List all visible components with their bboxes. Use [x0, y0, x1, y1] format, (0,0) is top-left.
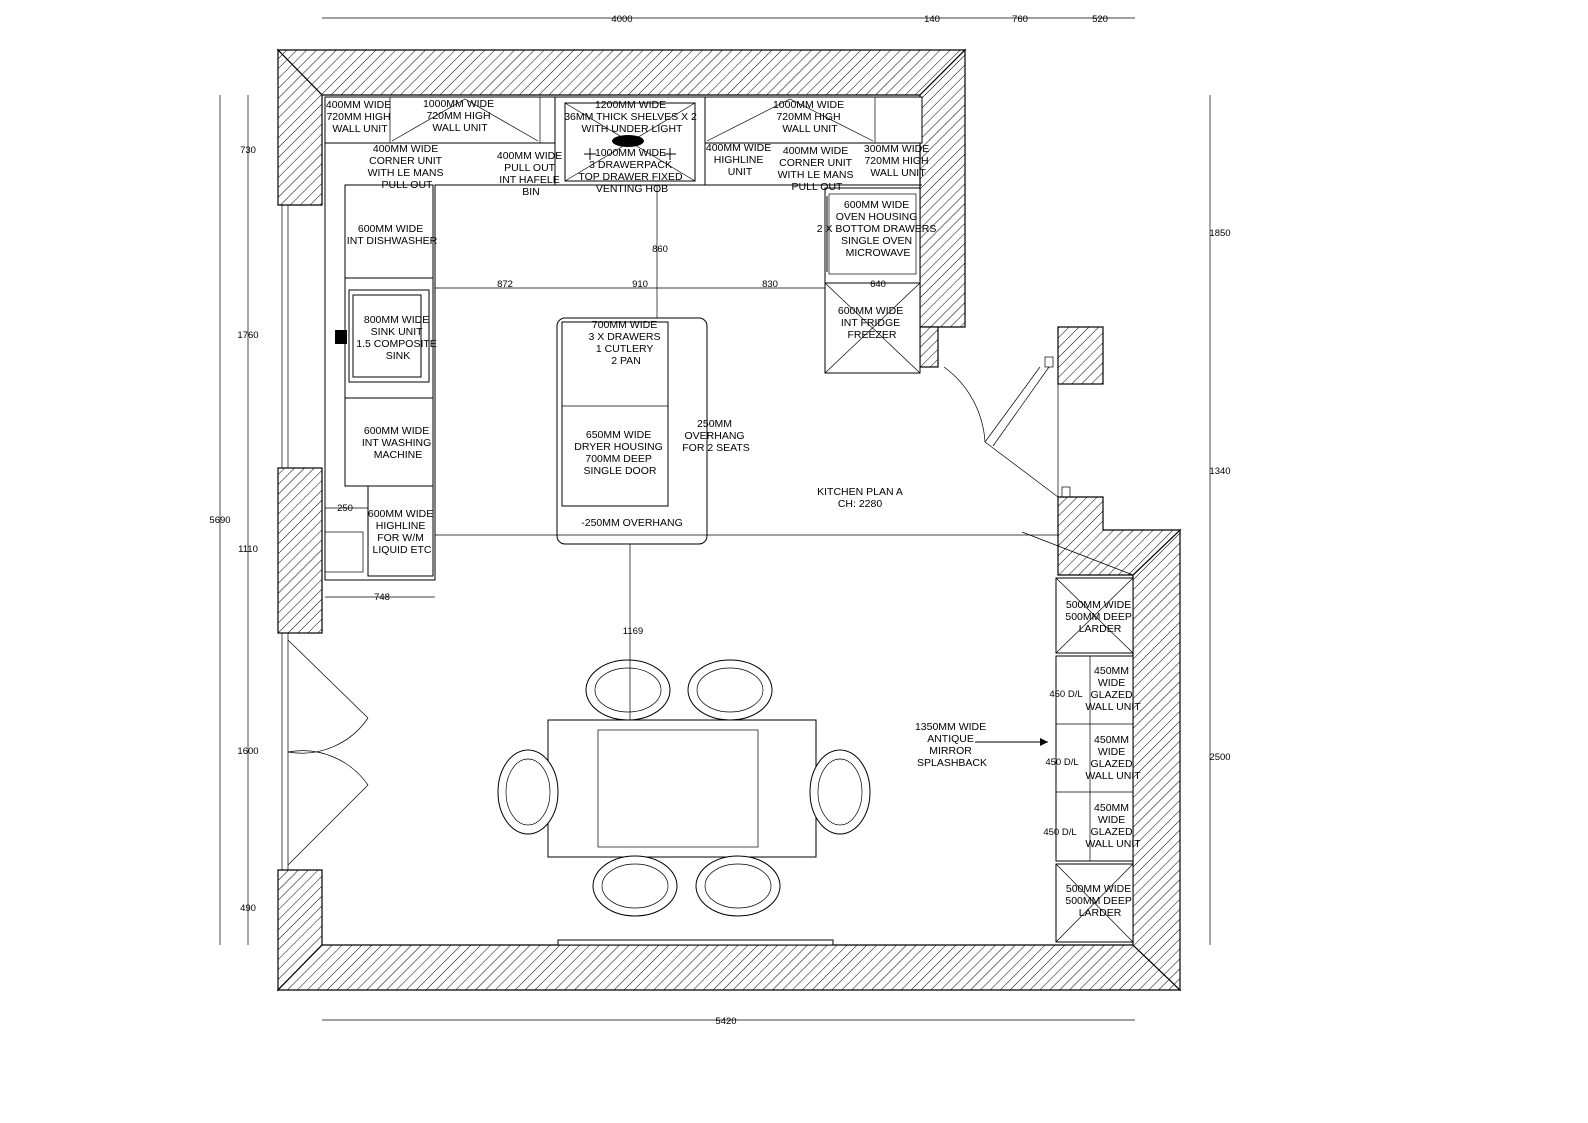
label-wall-unit-1000-right: 1000MM WIDE 720MM HIGH WALL UNIT: [773, 99, 847, 135]
label-island-drawers: 700MM WIDE 3 X DRAWERS 1 CUTLERY 2 PAN: [589, 319, 664, 367]
top-base-cabinets: [324, 96, 922, 581]
door-pier-right-top: [1057, 326, 1104, 385]
dim-250: 250: [337, 503, 353, 514]
dim-left-490: 490: [240, 903, 256, 914]
label-larder-bottom: 500MM WIDE 500MM DEEP LARDER: [1065, 883, 1134, 919]
wall-top: [276, 49, 967, 96]
right-door: [943, 356, 1134, 576]
label-highline-unit: 400MM WIDE HIGHLINE UNIT: [706, 142, 774, 178]
label-dishwasher: 600MM WIDE INT DISHWASHER: [347, 223, 438, 247]
label-wall-unit-1000-left: 1000MM WIDE 720MM HIGH WALL UNIT: [423, 98, 497, 134]
dim-bottom-5420: 5420: [715, 1016, 736, 1027]
label-mirror: 1350MM WIDE ANTIQUE MIRROR SPLASHBACK: [915, 721, 989, 769]
label-dl-2: 450 D/L: [1045, 757, 1078, 768]
dim-872: 872: [497, 279, 513, 290]
dim-top-4000: 4000: [611, 14, 632, 25]
dim-top-760: 760: [1012, 14, 1028, 25]
labels: 4000 140 760 520 5420 5690 730 1760 1110…: [209, 14, 1230, 1027]
label-fridge-freezer: 600MM WIDE INT FRIDGE FREEZER: [838, 305, 906, 341]
label-dl-3: 450 D/L: [1043, 827, 1076, 838]
wall-left-mid: [277, 467, 323, 634]
dim-left-1110: 1110: [238, 544, 258, 555]
plan-title: KITCHEN PLAN A: [817, 486, 903, 498]
label-wall-unit-300: 300MM WIDE 720MM HIGH WALL UNIT: [864, 143, 932, 179]
dim-right-1340: 1340: [1209, 466, 1230, 477]
label-dl-1: 450 D/L: [1049, 689, 1082, 700]
left-run-cabinets: [324, 184, 434, 577]
wall-right-lower: [1132, 528, 1181, 992]
dim-right-2500: 2500: [1209, 752, 1230, 763]
label-dryer-housing: 650MM WIDE DRYER HOUSING 700MM DEEP SING…: [574, 429, 665, 477]
label-highline-wm: 600MM WIDE HIGHLINE FOR W/M LIQUID ETC: [368, 508, 436, 556]
right-tall-units: [824, 187, 921, 374]
label-corner-left: 400MM WIDE CORNER UNIT WITH LE MANS PULL…: [368, 143, 447, 191]
dim-860: 860: [652, 244, 668, 255]
dim-left-1600: 1600: [237, 746, 258, 757]
label-drawerpack: 1000MM WIDE 3 DRAWERPACK TOP DRAWER FIXE…: [578, 147, 685, 195]
label-sink-unit: 800MM WIDE SINK UNIT 1.5 COMPOSITE SINK: [356, 314, 439, 362]
dim-top-520: 520: [1092, 14, 1108, 25]
label-glazed-1: 450MM WIDE GLAZED WALL UNIT: [1085, 665, 1141, 713]
dim-left-5690: 5690: [209, 515, 230, 526]
dimension-lines: [219, 17, 1211, 1021]
dim-830: 830: [762, 279, 778, 290]
dim-1169: 1169: [623, 626, 643, 637]
dim-right-1850: 1850: [1209, 228, 1230, 239]
wall-bottom: [276, 944, 1182, 991]
label-shelves: 1200MM WIDE 36MM THICK SHELVES X 2 WITH …: [564, 99, 700, 135]
door-pier-left: [919, 326, 939, 368]
dim-910: 910: [632, 279, 648, 290]
left-french-doors: [281, 633, 369, 870]
left-window: [281, 205, 289, 468]
label-oven-housing: 600MM WIDE OVEN HOUSING 2 X BOTTOM DRAWE…: [817, 199, 940, 259]
label-glazed-3: 450MM WIDE GLAZED WALL UNIT: [1085, 802, 1141, 850]
door-pier-right-bottom: [1057, 496, 1182, 576]
label-washing-machine: 600MM WIDE INT WASHING MACHINE: [362, 425, 434, 461]
island: [556, 317, 708, 545]
dim-left-1760: 1760: [237, 330, 258, 341]
chairs: [497, 659, 871, 917]
label-pull-out-bin: 400MM WIDE PULL OUT INT HAFELE BIN: [497, 150, 565, 198]
label-corner-right: 400MM WIDE CORNER UNIT WITH LE MANS PULL…: [778, 145, 857, 193]
wall-right-upper: [919, 48, 966, 328]
dim-640: 640: [870, 279, 886, 290]
dim-left-730: 730: [240, 145, 256, 156]
label-larder-top: 500MM WIDE 500MM DEEP LARDER: [1065, 599, 1134, 635]
dining-table: [547, 719, 817, 858]
right-wall-units: [975, 577, 1134, 943]
label-overhang-neg: -250MM OVERHANG: [581, 517, 683, 529]
label-overhang-seats: 250MM OVERHANG FOR 2 SEATS: [682, 418, 750, 454]
walls: [276, 48, 1182, 992]
bench: [557, 939, 834, 946]
dim-top-140: 140: [924, 14, 940, 25]
label-glazed-2: 450MM WIDE GLAZED WALL UNIT: [1085, 734, 1141, 782]
wall-left-upper: [277, 48, 323, 206]
dim-748: 748: [374, 592, 390, 603]
label-wall-unit-400: 400MM WIDE 720MM HIGH WALL UNIT: [326, 99, 394, 135]
ceiling-height: CH: 2280: [838, 498, 883, 510]
